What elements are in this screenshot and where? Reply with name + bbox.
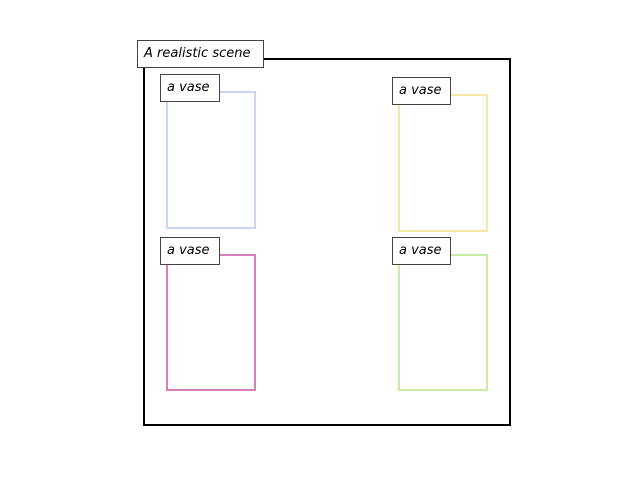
object-label-1-box xyxy=(160,74,220,102)
scene-caption-box xyxy=(137,40,264,68)
scene-frame xyxy=(143,58,511,426)
object-label-3-box xyxy=(160,237,220,265)
object-box-1: a vase xyxy=(160,74,256,229)
object-box-1-outline xyxy=(166,91,256,229)
object-box-4-outline xyxy=(398,254,488,391)
object-label-2: a vase xyxy=(399,83,442,98)
object-label-3: a vase xyxy=(167,243,210,258)
object-box-4: a vase xyxy=(392,237,488,391)
object-box-3: a vase xyxy=(160,237,256,391)
object-label-4-box xyxy=(392,237,451,265)
object-label-1: a vase xyxy=(167,80,210,95)
scene-caption-text: A realistic scene xyxy=(143,46,250,61)
scene-caption-tag: A realistic scene xyxy=(137,40,264,68)
object-label-4: a vase xyxy=(399,243,442,258)
object-box-3-outline xyxy=(166,254,256,391)
object-box-2: a vase xyxy=(392,77,488,232)
object-label-2-box xyxy=(392,77,451,105)
object-box-2-outline xyxy=(398,94,488,232)
